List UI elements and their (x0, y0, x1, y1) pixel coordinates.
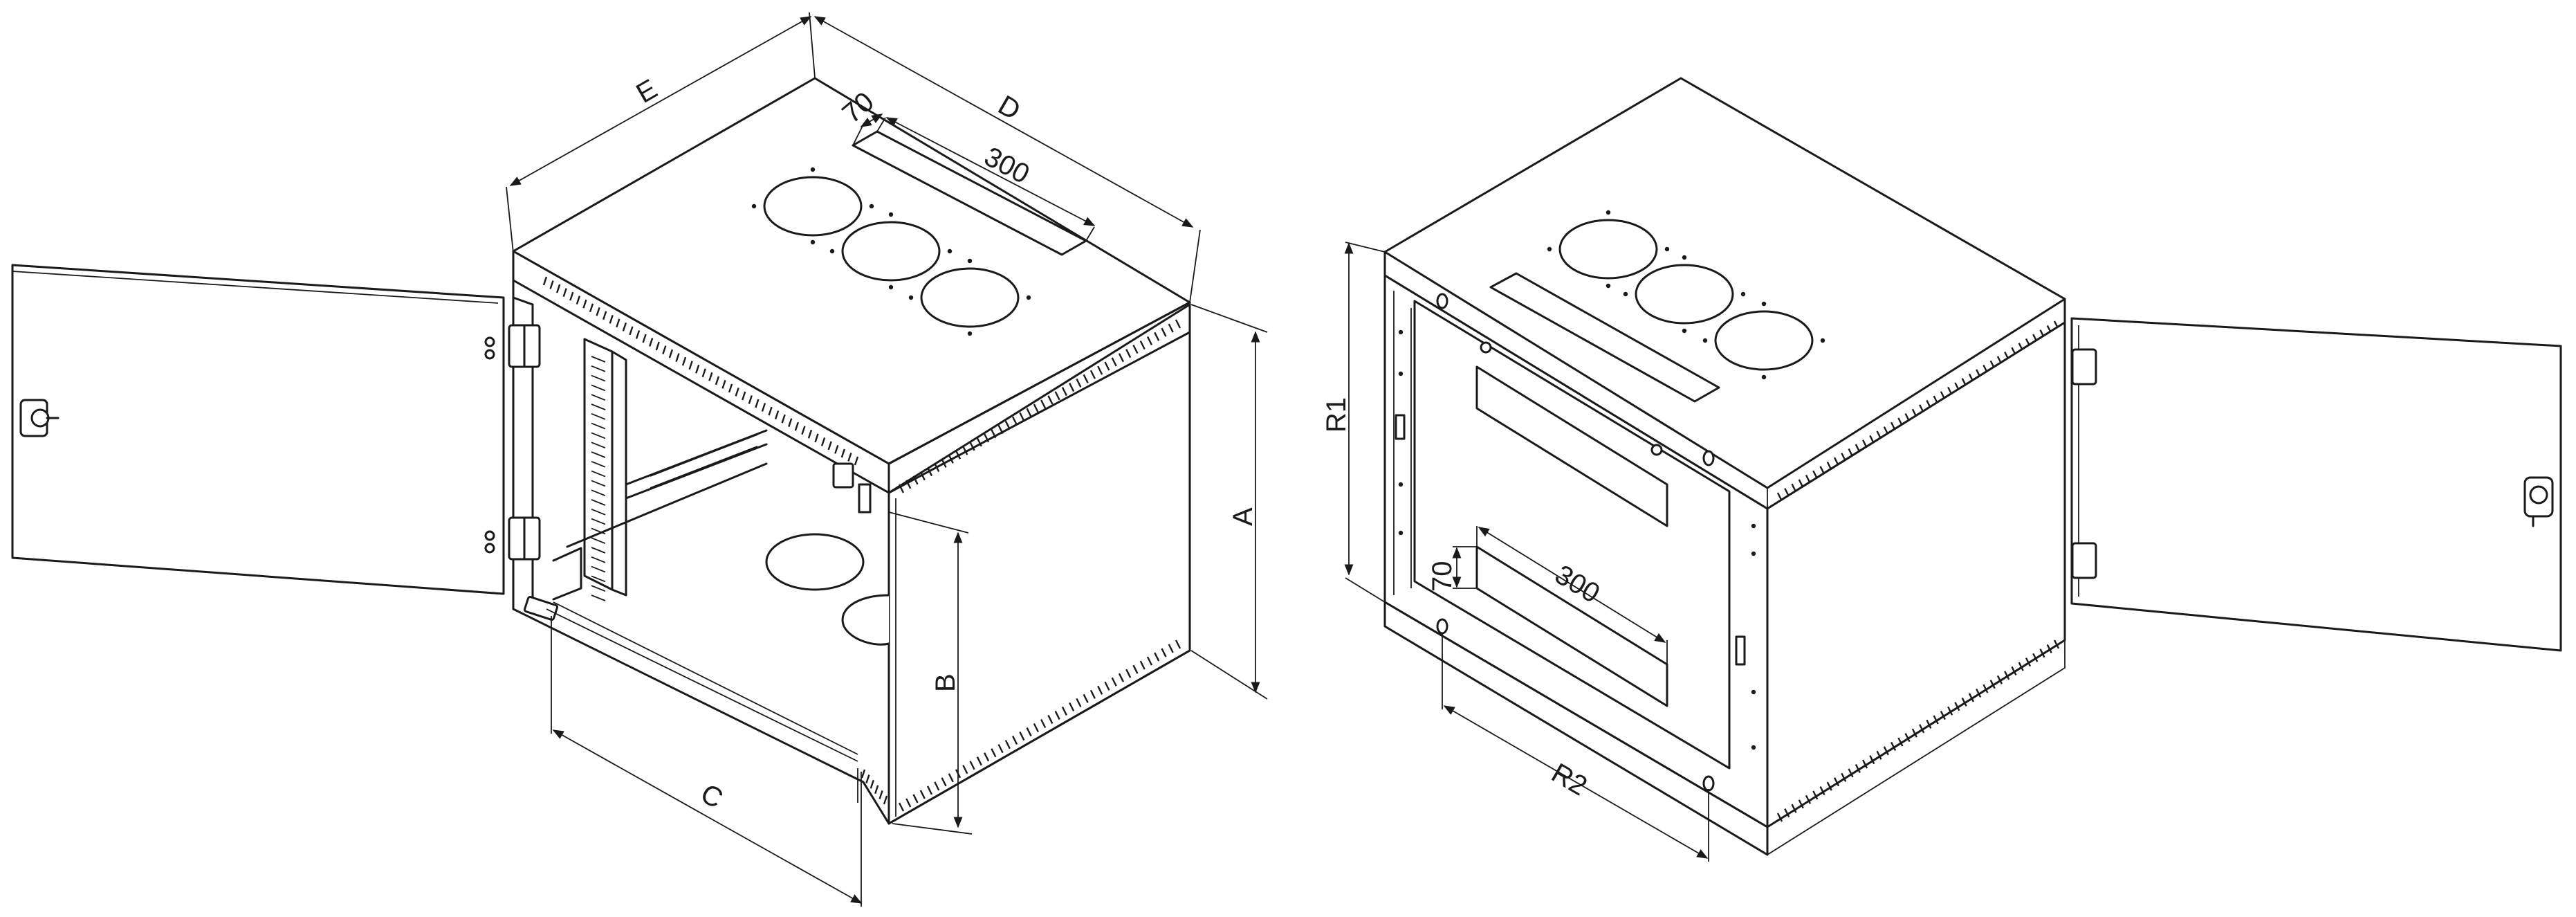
frame-hinge-bottom (508, 516, 541, 561)
right-dimension-lines (1344, 242, 1709, 862)
left-bottom-vent (861, 769, 888, 805)
dimension-label-d: D (993, 90, 1026, 127)
right-view: R1 R2 300 70 (1321, 77, 2562, 862)
door-lock-icon (19, 399, 59, 437)
right-top-cable-slot (1489, 272, 1720, 403)
right-top-hole-dots (1547, 210, 1825, 380)
dimension-label-right-slot-height: 70 (1427, 561, 1457, 592)
left-dimension-lines (506, 12, 1268, 907)
dimension-label-r2: R2 (1547, 758, 1592, 802)
frame-hinge-top (508, 324, 541, 368)
right-door-lock-icon (2523, 476, 2554, 527)
left-view: E D A B C 300 70 (11, 12, 1268, 907)
left-inner-braces (552, 429, 768, 601)
left-floor-cable-holes (765, 533, 890, 646)
left-open-door (11, 264, 505, 595)
left-rack-rail (583, 338, 627, 601)
left-front-rail-vent (542, 276, 859, 466)
left-side-vent-bottom (898, 639, 1181, 812)
right-open-door (2070, 317, 2562, 652)
right-front-edge-dots (1398, 329, 1756, 750)
right-side-vent-bottom (1776, 639, 2060, 822)
door-hinge-pins (484, 336, 495, 554)
dimension-label-c: C (696, 778, 728, 814)
right-top-cable-holes (1558, 219, 1814, 371)
dimension-label-b: B (930, 673, 961, 692)
dimension-label-r1: R1 (1321, 397, 1352, 433)
dimension-label-a: A (1228, 507, 1258, 526)
dimension-label-e: E (632, 73, 663, 109)
